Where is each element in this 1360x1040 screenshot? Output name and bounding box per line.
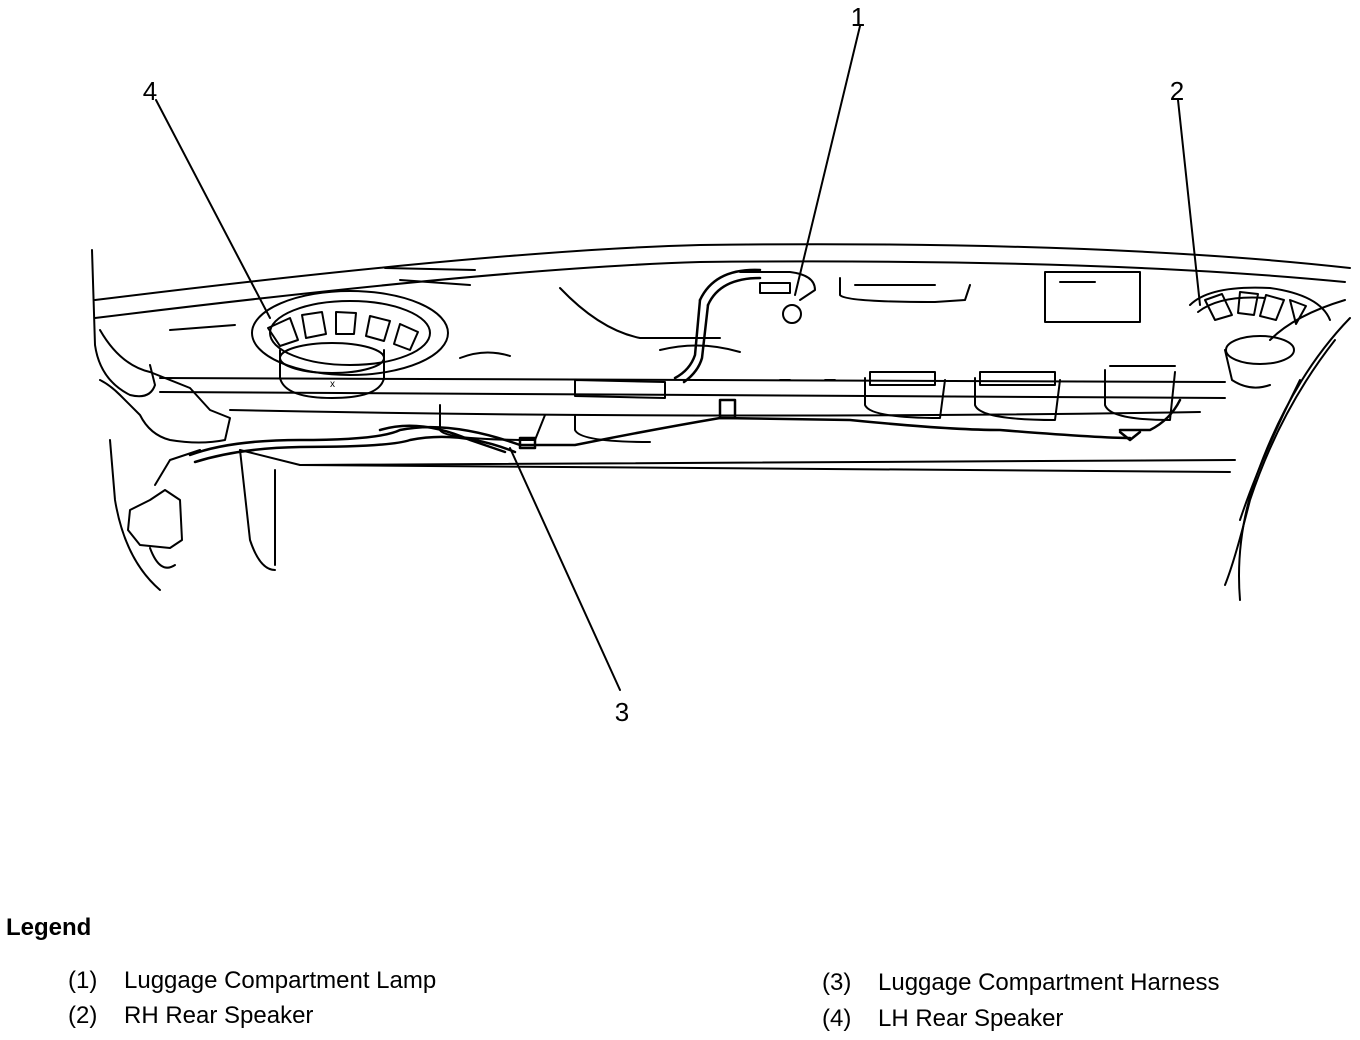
svg-text:x: x [330, 379, 335, 390]
legend-item-label: Luggage Compartment Harness [878, 969, 1220, 996]
left-body-structure [91, 249, 276, 591]
legend-item-1: (1) Luggage Compartment Lamp [68, 967, 436, 995]
legend-item-2: (2) RH Rear Speaker [68, 1002, 313, 1030]
legend-item-label: Luggage Compartment Lamp [124, 967, 437, 994]
legend-item-4: (4) LH Rear Speaker [822, 1005, 1063, 1033]
callout-1: 1 [851, 2, 865, 32]
callout-4: 4 [143, 76, 157, 106]
legend-item-number: (3) [822, 969, 852, 996]
lh-rear-speaker: x [251, 290, 449, 399]
callout-3: 3 [615, 697, 629, 727]
luggage-compartment-harness [188, 268, 1182, 464]
legend-item-label: LH Rear Speaker [878, 1005, 1064, 1032]
legend-item-number: (1) [68, 967, 98, 994]
wiring-diagram: x [91, 2, 1351, 727]
callout-leader-lines [155, 25, 1201, 691]
legend-item-3: (3) Luggage Compartment Harness [822, 969, 1220, 997]
legend-item-label: RH Rear Speaker [124, 1002, 314, 1029]
legend-item-number: (4) [822, 1005, 852, 1032]
legend-item-number: (2) [68, 1002, 98, 1029]
rear-shelf-panel [94, 243, 1351, 473]
callout-2: 2 [1170, 76, 1184, 106]
legend-title: Legend [6, 914, 92, 941]
right-body-structure [1224, 299, 1351, 601]
rh-rear-speaker [1189, 286, 1331, 389]
